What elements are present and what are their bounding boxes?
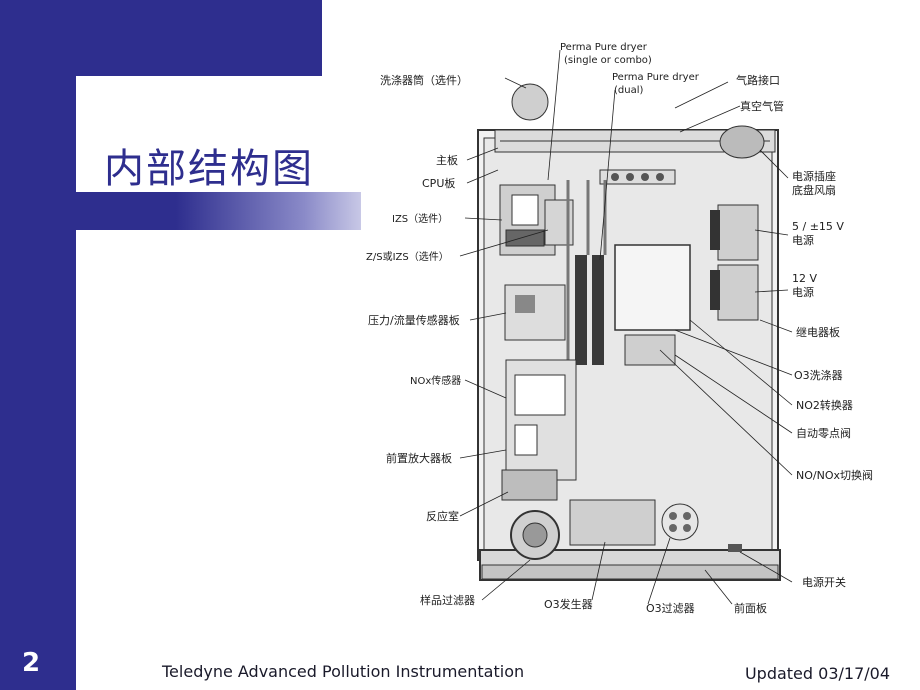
label-perma-dual-2: (dual) [614, 85, 643, 96]
internal-structure-diagram: Perma Pure dryer (single or combo) Perma… [366, 42, 873, 615]
title-panel [76, 76, 376, 192]
label-psu-15v-2: 电源 [792, 233, 814, 247]
o3-filter-shape [661, 503, 699, 541]
label-vacuum-tube: 真空气管 [740, 99, 784, 113]
slide-title: 内部结构图 [104, 146, 314, 192]
label-auto-zero-valve: 自动零点阀 [796, 426, 851, 440]
label-psu-15v-1: 5 / ±15 V [792, 220, 844, 233]
label-psu-12v-2: 电源 [792, 285, 814, 299]
label-preamp-board: 前置放大器板 [386, 451, 452, 465]
label-pressure-flow-board: 压力/流量传感器板 [368, 313, 460, 327]
label-front-panel: 前面板 [734, 601, 767, 615]
psu-15v-module [717, 204, 759, 261]
label-relay-board: 继电器板 [796, 325, 840, 339]
label-perma-single-2: (single or combo) [564, 55, 652, 66]
slide-number: 2 [22, 648, 41, 678]
perma-dryer-right [592, 255, 604, 365]
chassis-fan-shape [719, 125, 765, 159]
perma-dryer-left [575, 255, 587, 365]
label-scrubber-option: 洗涤器筒（选件） [380, 73, 468, 87]
label-power-switch: 电源开关 [802, 575, 846, 589]
label-main-board: 主板 [436, 153, 458, 167]
connector-strip [599, 169, 676, 185]
label-no2-converter: NO2转换器 [796, 398, 853, 412]
footer-date: Updated 03/17/04 [744, 664, 890, 683]
label-perma-dual-1: Perma Pure dryer [612, 72, 700, 83]
label-perma-single-1: Perma Pure dryer [560, 42, 648, 53]
label-sample-filter: 样品过滤器 [420, 593, 475, 607]
top-header-block [76, 0, 322, 76]
o3-generator-shape [569, 499, 656, 546]
label-o3-scrubber: O3洗涤器 [794, 368, 843, 382]
relay-board-box [614, 244, 691, 331]
label-zs-izs-option: Z/S或IZS（选件） [366, 250, 449, 263]
label-o3-filter: O3过滤器 [646, 602, 695, 615]
label-cpu-board: CPU板 [422, 176, 455, 190]
label-nox-sensor: NOx传感器 [410, 374, 461, 387]
psu-12v-module [717, 264, 759, 321]
label-chassis-fan: 底盘风扇 [792, 183, 836, 197]
reaction-cell-shape [501, 469, 558, 501]
label-reaction-cell: 反应室 [426, 509, 459, 523]
label-no-nox-valve: NO/NOx切换阀 [796, 468, 873, 482]
leader-lines [459, 49, 793, 605]
footer-company: Teledyne Advanced Pollution Instrumentat… [162, 662, 525, 681]
scrubber-canister [511, 83, 549, 121]
label-power-socket: 电源插座 [792, 169, 836, 183]
label-o3-generator: O3发生器 [544, 597, 593, 611]
left-sidebar-bar [0, 0, 76, 690]
label-izs-option: IZS（选件） [392, 212, 448, 225]
label-gas-port: 气路接口 [736, 73, 780, 87]
title-gradient-band [76, 192, 361, 230]
auto-zero-valve-block [624, 334, 676, 366]
power-switch-shape [728, 544, 742, 552]
label-psu-12v-1: 12 V [792, 272, 817, 285]
